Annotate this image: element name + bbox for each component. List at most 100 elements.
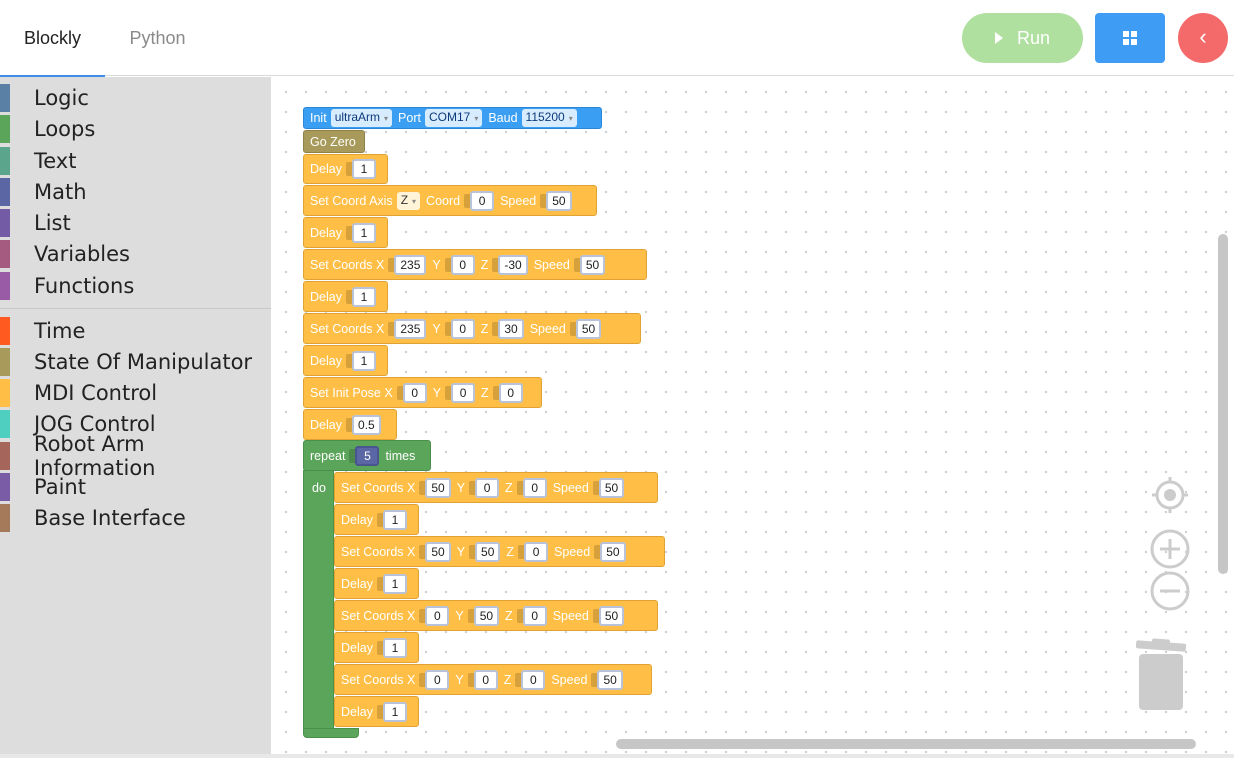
set-coord-axis-block[interactable]: Set Coord Axis Z▾ Coord 0 Speed 50 (303, 185, 597, 216)
delay-input[interactable]: 1 (377, 509, 407, 530)
delay-block[interactable]: Delay 1 (303, 217, 388, 248)
back-button[interactable]: ‹ (1178, 13, 1228, 63)
set-coords-block[interactable]: Set Coords X 235 Y 0 Z 30 Speed 50 (303, 313, 641, 344)
tab-python[interactable]: Python (129, 27, 186, 48)
recenter-icon[interactable] (1150, 475, 1190, 515)
coord-input[interactable]: 0 (464, 190, 495, 211)
x-input[interactable]: 0 (419, 669, 450, 690)
delay-block[interactable]: Delay 1 (334, 632, 419, 663)
delay-input[interactable]: 1 (377, 637, 407, 658)
delay-input[interactable]: 1 (377, 701, 407, 722)
z-input[interactable]: 0 (493, 382, 523, 403)
delay-block[interactable]: Delay 0.5 (303, 409, 397, 440)
set-coords-block[interactable]: Set Coords X 0 Y 0 Z 0 Speed 50 (334, 664, 652, 695)
grid-view-button[interactable] (1095, 13, 1165, 63)
delay-input[interactable]: 1 (346, 159, 376, 179)
category-state-of-manipulator[interactable]: State Of Manipulator (0, 348, 271, 376)
z-value: 0 (498, 382, 523, 403)
category-base-interface[interactable]: Base Interface (0, 504, 271, 532)
y-input[interactable]: 0 (445, 254, 475, 275)
category-label: Math (34, 180, 87, 204)
speed-value: 50 (598, 605, 625, 626)
y-input[interactable]: 0 (445, 318, 475, 339)
delay-input[interactable]: 1 (346, 222, 376, 243)
x-input[interactable]: 0 (397, 382, 427, 403)
speed-label: Speed (529, 321, 566, 336)
speed-input[interactable]: 50 (593, 477, 625, 498)
z-input[interactable]: 0 (517, 477, 547, 498)
speed-input[interactable]: 50 (594, 541, 626, 562)
go-zero-block[interactable]: Go Zero (303, 130, 365, 153)
delay-input[interactable]: 1 (346, 286, 376, 307)
vertical-scrollbar[interactable] (1218, 234, 1228, 574)
zoom-out-icon[interactable] (1150, 571, 1190, 611)
speed-input[interactable]: 50 (593, 605, 625, 626)
z-input[interactable]: 0 (518, 541, 549, 562)
set-coords-block[interactable]: Set Coords X 235 Y 0 Z -30 Speed 50 (303, 249, 647, 280)
x-input[interactable]: 50 (419, 541, 451, 562)
trash-icon[interactable] (1134, 638, 1188, 712)
x-input[interactable]: 235 (388, 254, 427, 275)
category-variables[interactable]: Variables (0, 240, 271, 268)
speed-input[interactable]: 50 (591, 669, 623, 690)
delay-block[interactable]: Delay 1 (303, 345, 388, 376)
set-coords-label: Set Coords X (310, 257, 385, 272)
delay-block[interactable]: Delay 1 (334, 568, 419, 599)
y-input[interactable]: 0 (468, 669, 498, 690)
delay-block[interactable]: Delay 1 (303, 154, 388, 184)
category-color-bar (0, 84, 10, 112)
y-input[interactable]: 50 (468, 605, 500, 626)
z-value: 0 (522, 605, 547, 626)
category-text[interactable]: Text (0, 147, 271, 175)
z-input[interactable]: 30 (492, 318, 524, 339)
z-input[interactable]: 0 (515, 669, 546, 690)
category-separator (0, 308, 271, 309)
set-init-pose-block[interactable]: Set Init Pose X 0 Y 0 Z 0 (303, 377, 542, 408)
baud-dropdown[interactable]: 115200▾ (521, 109, 577, 127)
axis-dropdown[interactable]: Z▾ (396, 191, 421, 210)
x-input[interactable]: 235 (388, 318, 427, 339)
x-input[interactable]: 0 (419, 605, 450, 626)
set-coords-block[interactable]: Set Coords X 50 Y 0 Z 0 Speed 50 (334, 472, 658, 503)
y-input[interactable]: 0 (469, 477, 500, 498)
repeat-times-input[interactable]: 5 (349, 445, 380, 466)
delay-input[interactable]: 1 (377, 573, 407, 594)
category-logic[interactable]: Logic (0, 84, 271, 112)
category-time[interactable]: Time (0, 317, 271, 345)
delay-block[interactable]: Delay 1 (303, 281, 388, 312)
set-coords-block[interactable]: Set Coords X 50 Y 50 Z 0 Speed 50 (334, 536, 665, 567)
category-list[interactable]: List (0, 209, 271, 237)
delay-block[interactable]: Delay 1 (334, 696, 419, 727)
category-color-bar (0, 442, 10, 470)
set-coords-block[interactable]: Set Coords X 0 Y 50 Z 0 Speed 50 (334, 600, 658, 631)
robot-value: ultraArm (334, 110, 381, 124)
delay-label: Delay (310, 225, 342, 240)
run-button[interactable]: Run (962, 13, 1083, 63)
tab-blockly[interactable]: Blockly (0, 0, 105, 77)
top-bar: Blockly Python Run ‹ (0, 0, 1234, 77)
category-mdi-control[interactable]: MDI Control (0, 379, 271, 407)
category-math[interactable]: Math (0, 178, 271, 206)
port-dropdown[interactable]: COM17▾ (424, 109, 483, 127)
category-functions[interactable]: Functions (0, 272, 271, 300)
delay-block[interactable]: Delay 1 (334, 504, 419, 535)
z-input[interactable]: 0 (517, 605, 547, 626)
category-paint[interactable]: Paint (0, 473, 271, 501)
zoom-in-icon[interactable] (1150, 529, 1190, 569)
delay-input[interactable]: 1 (346, 350, 376, 371)
robot-dropdown[interactable]: ultraArm▾ (330, 109, 393, 127)
category-robot-arm-information[interactable]: Robot Arm Information (0, 432, 271, 480)
init-block[interactable]: Init ultraArm▾ Port COM17▾ Baud 115200▾ (303, 107, 602, 129)
repeat-block[interactable]: repeat 5 times do (303, 440, 431, 740)
z-input[interactable]: -30 (492, 254, 528, 275)
speed-input[interactable]: 50 (574, 254, 606, 275)
y-input[interactable]: 50 (469, 541, 501, 562)
speed-input[interactable]: 50 (570, 318, 602, 339)
speed-input[interactable]: 50 (540, 190, 572, 211)
x-input[interactable]: 50 (419, 477, 451, 498)
category-jog-control[interactable]: JOG Control (0, 410, 271, 438)
y-input[interactable]: 0 (445, 382, 476, 403)
horizontal-scrollbar[interactable] (616, 739, 1196, 749)
delay-input[interactable]: 0.5 (346, 414, 381, 435)
category-loops[interactable]: Loops (0, 115, 271, 143)
